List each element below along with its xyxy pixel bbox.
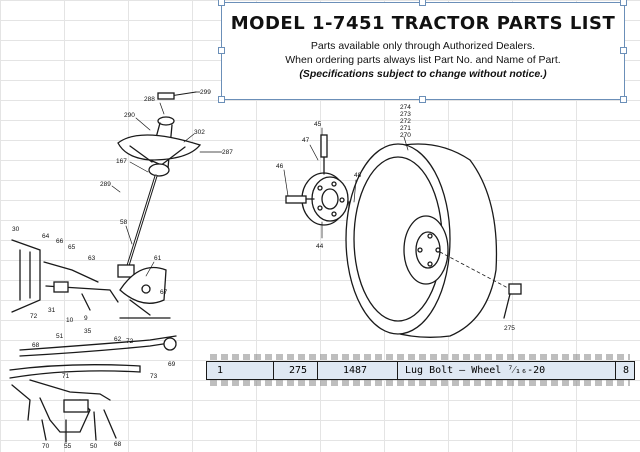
callout: 64 <box>42 233 50 240</box>
callout: 55 <box>64 443 72 450</box>
row-ref-number: 275 <box>289 365 308 376</box>
callout: 289 <box>100 181 111 188</box>
callout: 46 <box>276 163 284 170</box>
callout: 299 <box>200 89 211 96</box>
row-part-description: Lug Bolt — Wheel ⁷⁄₁₆-20 <box>405 365 546 376</box>
callout: 10 <box>66 317 74 324</box>
resize-handle-top-left[interactable] <box>218 0 225 6</box>
lug-bolt-part <box>439 251 522 319</box>
callout: 66 <box>56 238 64 245</box>
specifications-note: (Specifications subject to change withou… <box>299 68 547 80</box>
callout: 30 <box>12 226 20 233</box>
callout: 272 <box>400 118 411 125</box>
callout: 68 <box>32 342 40 349</box>
resize-handle-mid-left[interactable] <box>218 47 225 54</box>
ordering-note: When ordering parts always list Part No.… <box>285 54 561 66</box>
callout: 274 <box>400 104 411 111</box>
parts-list-header-textbox[interactable]: MODEL 1-7451 TRACTOR PARTS LIST Parts av… <box>221 2 625 100</box>
resize-handle-mid-right[interactable] <box>620 47 627 54</box>
resize-handle-top-mid[interactable] <box>419 0 426 6</box>
callout: 48 <box>354 172 362 179</box>
selected-parts-row[interactable]: 1 275 1487 Lug Bolt — Wheel ⁷⁄₁₆-20 8 <box>206 361 635 380</box>
partial-row-below <box>210 380 630 386</box>
cell-divider <box>615 362 616 379</box>
callout: 63 <box>88 255 96 262</box>
callout: 44 <box>316 243 324 250</box>
callout: 69 <box>168 361 176 368</box>
front-frame <box>11 239 119 313</box>
callout: 71 <box>62 373 70 380</box>
steering-shaft <box>117 174 158 278</box>
cell-divider <box>317 362 318 379</box>
row-quantity: 8 <box>623 365 630 376</box>
callout-numbers: 288 299 290 302 287 167 289 58 61 30 64 … <box>12 89 515 450</box>
callout: 47 <box>302 137 310 144</box>
callout: 35 <box>84 328 92 335</box>
callout: 73 <box>150 373 158 380</box>
callout: 270 <box>400 132 411 139</box>
resize-handle-bottom-left[interactable] <box>218 96 225 103</box>
page-title: MODEL 1-7451 TRACTOR PARTS LIST <box>230 13 616 34</box>
cell-divider <box>273 362 274 379</box>
row-quantity-ref: 1 <box>217 365 224 376</box>
row-part-number: 1487 <box>343 365 368 376</box>
callout: 72 <box>126 338 134 345</box>
resize-handle-bottom-mid[interactable] <box>419 96 426 103</box>
callout: 287 <box>222 149 233 156</box>
steering-wheel <box>117 91 202 177</box>
dealer-note: Parts available only through Authorized … <box>310 40 536 52</box>
callout: 167 <box>116 158 127 165</box>
callout: 302 <box>194 129 205 136</box>
wheel-hub <box>285 134 360 226</box>
callout: 275 <box>504 325 515 332</box>
callout: 31 <box>48 307 56 314</box>
callout: 72 <box>30 313 38 320</box>
callout: 273 <box>400 111 411 118</box>
callout: 70 <box>42 443 50 450</box>
callout: 67 <box>160 289 168 296</box>
callout: 288 <box>144 96 155 103</box>
callout: 62 <box>114 336 122 343</box>
partial-row-above <box>210 354 630 360</box>
callout-leader-lines <box>111 91 409 277</box>
sector-gear <box>119 266 171 319</box>
callout: 61 <box>154 255 162 262</box>
resize-handle-top-right[interactable] <box>620 0 627 6</box>
callout: 290 <box>124 112 135 119</box>
callout: 68 <box>114 441 122 448</box>
callout: 50 <box>90 443 98 450</box>
cell-divider <box>397 362 398 379</box>
callout: 45 <box>314 121 322 128</box>
resize-handle-bottom-right[interactable] <box>620 96 627 103</box>
callout: 51 <box>56 333 64 340</box>
callout: 65 <box>68 244 76 251</box>
callout: 58 <box>120 219 128 226</box>
callout: 9 <box>84 315 88 322</box>
callout: 271 <box>400 125 411 132</box>
tractor-tire <box>345 143 498 338</box>
axle-assembly <box>9 335 177 443</box>
